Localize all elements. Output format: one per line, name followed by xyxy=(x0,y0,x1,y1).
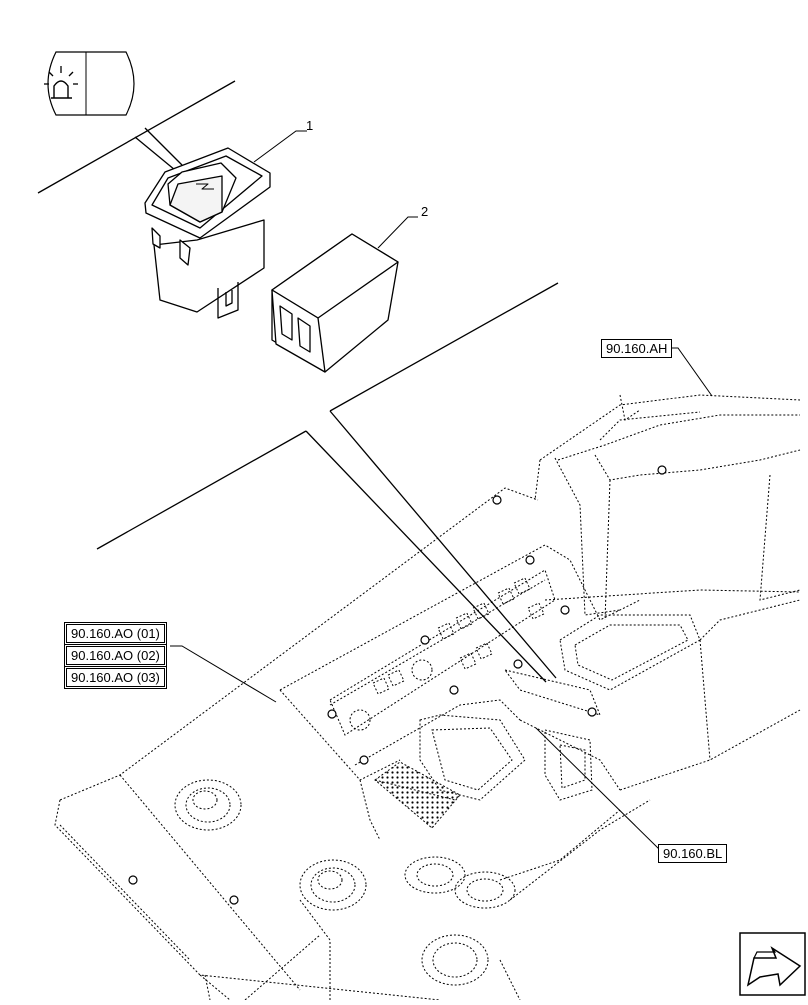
reference-90-160-ao-02[interactable]: 90.160.AO (02) xyxy=(64,644,167,667)
detail-lines xyxy=(37,80,559,683)
blank-plug xyxy=(271,233,399,373)
reference-90-160-ao-03[interactable]: 90.160.AO (03) xyxy=(64,666,167,689)
fasteners xyxy=(128,465,667,905)
switch-panel xyxy=(329,569,601,736)
item-2-label: 2 xyxy=(421,204,429,219)
console-assembly xyxy=(54,394,801,1001)
item-1-label: 1 xyxy=(306,118,314,133)
rocker-switch xyxy=(144,147,271,319)
reference-90-160-ah[interactable]: 90.160.AH xyxy=(601,339,673,358)
reference-leaders xyxy=(170,347,713,851)
item-leaders xyxy=(253,130,418,249)
next-page-arrow-icon[interactable] xyxy=(739,932,806,996)
speaker-grille xyxy=(374,761,461,829)
reference-90-160-bl[interactable]: 90.160.BL xyxy=(658,844,728,863)
reference-90-160-ao-01[interactable]: 90.160.AO (01) xyxy=(64,622,167,645)
rotary-knobs xyxy=(174,779,516,986)
beacon-light-icon xyxy=(44,51,135,116)
